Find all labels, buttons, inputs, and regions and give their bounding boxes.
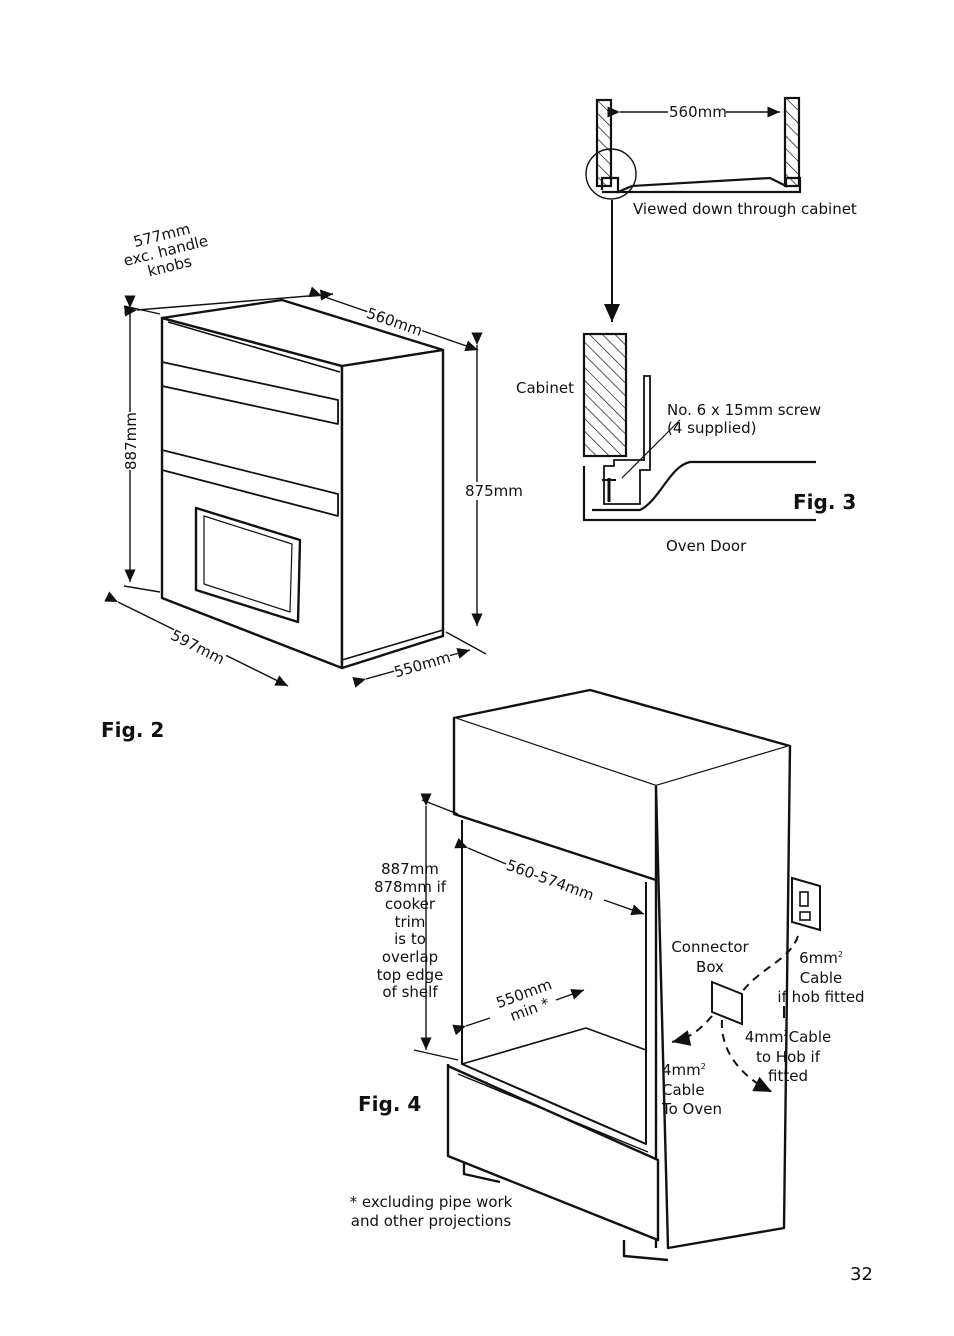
fig4-footnote-line2: and other projections: [350, 1212, 512, 1230]
fig4-connector-box: [711, 980, 743, 1026]
fig4-height-line6: overlap: [381, 947, 439, 966]
fig3-cabinet-label: Cabinet: [516, 379, 574, 397]
fig4-cable-hob-label: 4mm2Cable to Hob if fitted: [742, 1024, 834, 1087]
fig4-height-note: 887mm 878mm if cooker trim is to overlap…: [368, 860, 452, 1002]
fig3-screw-label: No. 6 x 15mm screw (4 supplied): [667, 401, 821, 437]
fig4-cable-6-line2: Cable: [799, 968, 843, 987]
fig3-top-view: [585, 96, 802, 322]
fig4-height-line4: trim: [394, 912, 426, 931]
fig4-connector-label: Connector Box: [668, 937, 752, 977]
fig4-height-line1: 887mm: [381, 860, 439, 878]
fig4-cable-runs: [671, 935, 799, 1093]
fig2-oven-drawing: [160, 298, 445, 670]
fig4-footnote-line1: * excluding pipe work: [349, 1193, 513, 1211]
fig4-cable-6-label: 6mm2 Cable if hob fitted: [774, 945, 868, 1008]
fig4-footnote: * excluding pipe work and other projecti…: [346, 1193, 516, 1231]
fig2-dim-887: 887mm: [122, 412, 140, 470]
fig4-caption: Fig. 4: [358, 1092, 422, 1116]
fig4-cable-hob-line2: to Hob if: [755, 1047, 821, 1066]
fig3-side-detail: [582, 332, 816, 522]
page-number: 32: [850, 1264, 873, 1285]
fig4-cable-oven-label: 4mm2 Cable To Oven: [662, 1057, 722, 1120]
fig4-cable-oven-line2: Cable: [662, 1080, 705, 1099]
fig4-cable-hob-line1: 4mm2Cable: [744, 1028, 832, 1046]
fig3-screw-line1: No. 6 x 15mm screw: [667, 401, 822, 419]
fig2-caption: Fig. 2: [101, 718, 165, 742]
fig3-dim-560: 560mm: [669, 103, 727, 121]
fig2-dim-875: 875mm: [465, 482, 523, 500]
fig4-height-line3: cooker: [384, 895, 436, 914]
fig4-cable-oven-line3: To Oven: [662, 1100, 722, 1118]
fig4-wall-socket: [791, 876, 821, 932]
fig4-cable-hob-line3: fitted: [768, 1067, 808, 1085]
fig4-connector-line2: Box: [696, 958, 724, 976]
fig3-caption: Fig. 3: [793, 490, 857, 514]
fig4-height-line7: top edge: [376, 965, 444, 984]
fig4-height-line2: 878mm if: [373, 877, 447, 896]
fig3-screw-line2: (4 supplied): [667, 419, 757, 437]
fig4-cable-6-line1: 6mm2: [799, 949, 843, 967]
fig4-dimension-lines: [413, 793, 645, 1061]
fig3-viewed-label: Viewed down through cabinet: [633, 200, 857, 218]
fig4-cable-6-line3: if hob fitted: [777, 988, 865, 1006]
fig4-height-line8: of shelf: [382, 983, 438, 1002]
fig3-oven-door-label: Oven Door: [666, 537, 747, 555]
fig4-connector-line1: Connector: [671, 938, 749, 956]
fig4-height-line5: is to: [394, 930, 426, 949]
fig4-cable-oven-line1: 4mm2: [662, 1061, 706, 1079]
